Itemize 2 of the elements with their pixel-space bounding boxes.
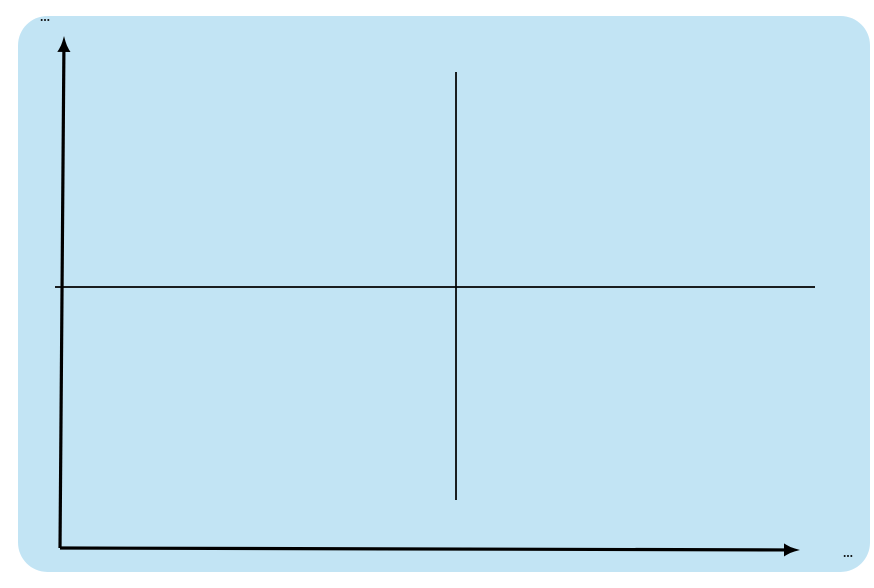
axis-label: ... <box>844 555 852 557</box>
axis-label: ... <box>40 19 50 21</box>
